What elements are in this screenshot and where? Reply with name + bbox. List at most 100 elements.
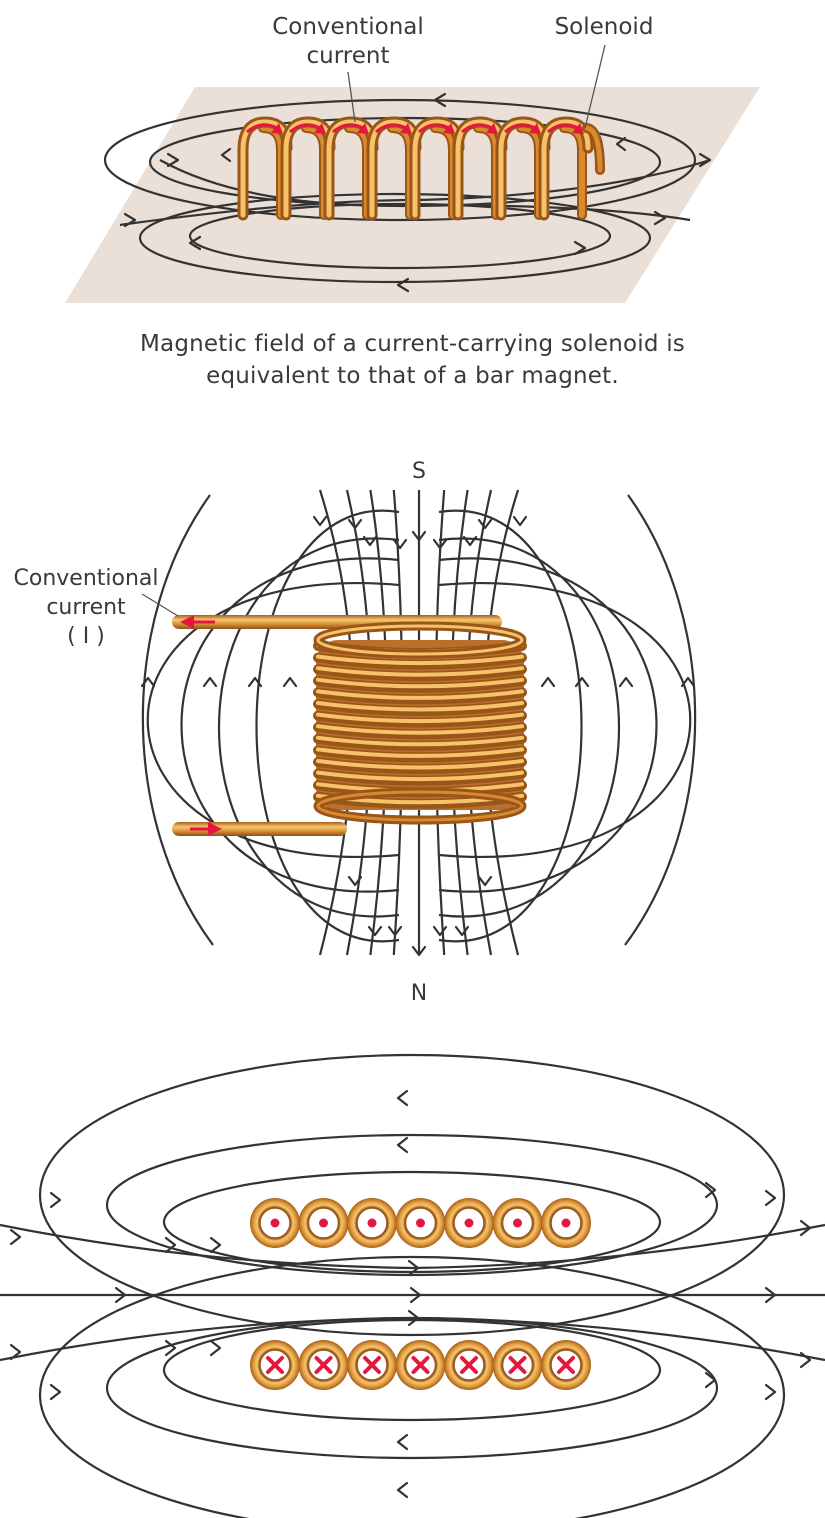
conductor-in xyxy=(347,1340,397,1390)
field-line xyxy=(438,537,620,918)
cross-section-figure xyxy=(0,1053,825,1518)
field-line xyxy=(0,1316,825,1362)
solenoid-coil xyxy=(237,116,605,221)
field-arrow xyxy=(409,1286,422,1304)
field-arrow xyxy=(387,925,403,937)
fig2-label-line3: ( I ) xyxy=(67,624,105,649)
field-line xyxy=(438,582,692,858)
field-arrow xyxy=(454,925,470,937)
current-label-fig1: Conventional current xyxy=(272,14,424,123)
field-line xyxy=(624,494,697,946)
field-arrow xyxy=(9,1343,22,1361)
current-out-dot xyxy=(513,1218,522,1228)
conductor-in xyxy=(298,1340,349,1390)
field-arrow xyxy=(764,1286,777,1304)
field-line xyxy=(105,1133,719,1277)
field-arrow xyxy=(618,676,634,688)
current-out-dot xyxy=(367,1218,377,1228)
conductor-in xyxy=(250,1340,300,1390)
current-in-cross xyxy=(411,1356,430,1374)
field-arrow xyxy=(362,535,378,547)
field-arrow xyxy=(202,676,218,688)
coil-turn xyxy=(538,116,594,221)
field-arrow xyxy=(209,1236,222,1254)
conductor-out xyxy=(444,1198,494,1248)
field-arrow xyxy=(282,676,298,688)
field-arrow xyxy=(704,1181,717,1199)
conductor-out xyxy=(298,1198,349,1248)
conductor-out xyxy=(395,1198,446,1248)
current-label-fig2: Conventional current ( I ) xyxy=(14,566,179,649)
current-in-cross xyxy=(460,1356,478,1374)
conductor-in xyxy=(541,1340,591,1390)
pole-s-label: S xyxy=(412,459,426,484)
field-arrow xyxy=(114,1286,127,1304)
current-label-line1: Conventional xyxy=(272,14,424,40)
current-arrow-bottom xyxy=(190,822,222,836)
field-arrow xyxy=(140,676,156,688)
field-arrow xyxy=(764,1189,777,1207)
field-arrow xyxy=(407,1259,420,1277)
field-arrow xyxy=(367,925,383,937)
current-out-dot xyxy=(319,1218,328,1228)
current-out-dot xyxy=(561,1218,571,1228)
fig2-label-line1: Conventional xyxy=(14,566,159,591)
bar-magnet-field-figure: S N Conventional current ( I ) xyxy=(14,459,697,1006)
helical-coil xyxy=(313,621,527,825)
field-arrow xyxy=(680,676,696,688)
conductor-row-out xyxy=(250,1198,591,1248)
conductor-out xyxy=(541,1198,591,1248)
field-line xyxy=(218,537,400,918)
field-arrow xyxy=(512,515,528,527)
current-in-cross xyxy=(557,1356,575,1374)
field-line xyxy=(39,1255,785,1518)
caption-line-1: Magnetic field of a current-carrying sol… xyxy=(140,331,685,357)
field-arrow xyxy=(574,676,590,688)
solenoid-label-text: Solenoid xyxy=(555,14,654,40)
field-line xyxy=(0,1223,825,1270)
bottom-lead-wire xyxy=(172,822,347,836)
field-arrow xyxy=(462,535,478,547)
current-arrow-top xyxy=(180,615,215,629)
current-leader-line xyxy=(347,71,356,123)
field-line xyxy=(38,1053,786,1337)
field-arrow xyxy=(312,515,328,527)
current-out-dot xyxy=(270,1218,280,1228)
figure-caption: Magnetic field of a current-carrying sol… xyxy=(0,328,825,392)
field-line xyxy=(146,582,400,858)
field-arrow xyxy=(396,1089,409,1107)
conductor-out xyxy=(250,1198,300,1248)
field-arrow xyxy=(396,1136,409,1154)
field-arrow xyxy=(477,518,493,530)
field-arrow xyxy=(164,1339,177,1357)
field-arrow xyxy=(704,1371,717,1389)
current-label-line2: current xyxy=(307,43,390,69)
current-in-cross xyxy=(314,1356,333,1374)
field-arrow xyxy=(799,1219,812,1237)
conductor-out xyxy=(492,1198,543,1248)
pole-n-label: N xyxy=(411,981,427,1006)
field-arrow xyxy=(49,1191,62,1209)
conductor-out xyxy=(347,1198,397,1248)
field-line xyxy=(162,1318,662,1422)
field-arrow xyxy=(396,1433,409,1451)
solenoid-leader-line xyxy=(584,44,606,129)
field-arrow xyxy=(392,538,408,550)
field-arrow xyxy=(247,676,263,688)
current-in-cross xyxy=(266,1356,284,1374)
field-arrow xyxy=(432,538,448,550)
current-in-cross xyxy=(508,1356,527,1374)
field-arrow xyxy=(49,1383,62,1401)
caption-line-2: equivalent to that of a bar magnet. xyxy=(206,363,619,389)
conductor-in xyxy=(492,1340,543,1390)
solenoid-on-plane-figure xyxy=(65,87,760,303)
field-arrow xyxy=(540,676,556,688)
field-arrow xyxy=(407,1309,420,1327)
conductor-in xyxy=(444,1340,494,1390)
field-arrow xyxy=(799,1351,812,1369)
field-arrow xyxy=(209,1339,222,1357)
current-out-dot xyxy=(416,1218,425,1228)
conductor-row-in xyxy=(250,1340,591,1390)
field-arrow xyxy=(164,1236,177,1254)
